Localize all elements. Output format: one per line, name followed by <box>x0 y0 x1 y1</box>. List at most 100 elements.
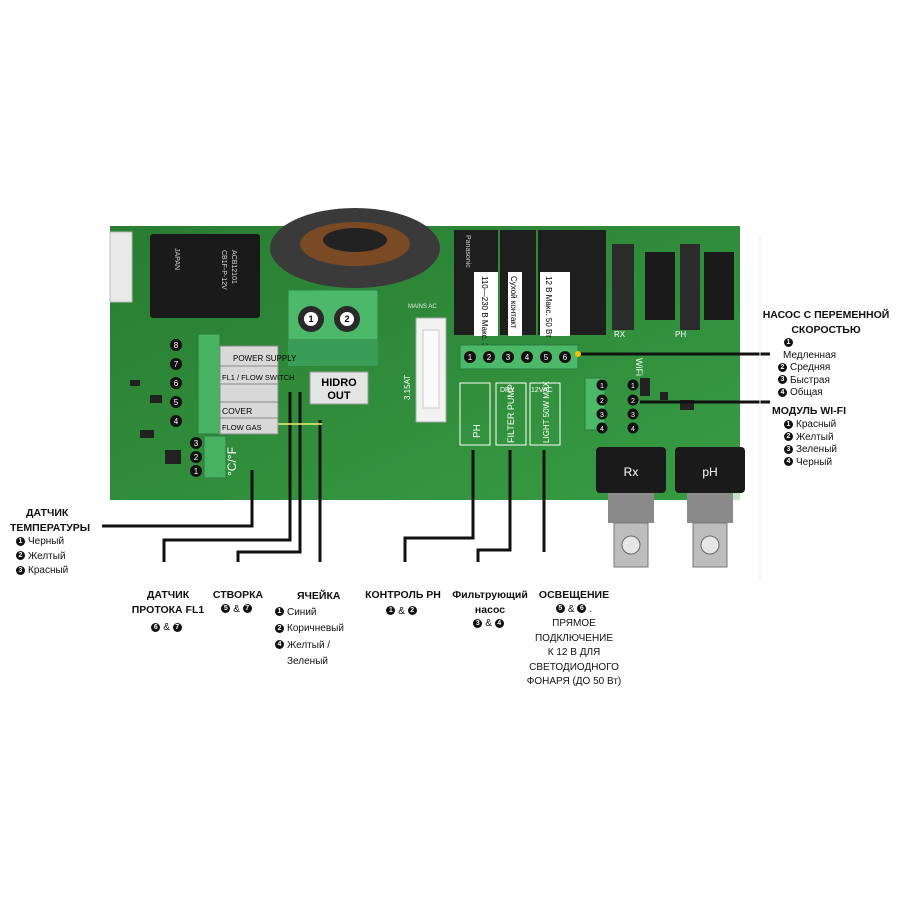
edge-connector <box>109 231 133 303</box>
wifi-callout: МОДУЛЬ WI-FI <box>772 404 846 419</box>
svg-text:6: 6 <box>174 379 179 388</box>
header-rx <box>612 244 634 330</box>
bnc-rx-tip <box>621 535 641 555</box>
svg-text:1: 1 <box>194 467 199 476</box>
header-ph <box>680 244 700 330</box>
svg-text:1: 1 <box>600 383 604 390</box>
hidro-base <box>288 340 378 366</box>
light-callout: ОСВЕЩЕНИЕ 5& 6. ПРЯМОЕ ПОДКЛЮЧЕНИЕ К 12 … <box>512 588 636 690</box>
svg-text:4: 4 <box>631 426 635 433</box>
pump-title-line1: НАСОС С ПЕРЕМЕННОЙ <box>762 309 890 321</box>
bnc-rx-body <box>596 447 666 493</box>
relay-label-1: 110—230 В Макс. 3,15 А <box>480 276 489 367</box>
svg-text:7: 7 <box>174 360 179 369</box>
flow-title-line2: ПРОТОКА FL1 <box>131 603 205 616</box>
wifi-tag: WiFi <box>634 358 644 376</box>
relay-k-line2: ACB12101 <box>230 250 237 284</box>
relay-main <box>150 234 260 318</box>
cover-callout: СТВОРКА 5& 7 <box>205 588 271 617</box>
hidro-num-1: 1 <box>308 314 313 324</box>
header-ph-label: PH <box>675 330 686 339</box>
hidro-num-1-bg <box>304 312 318 326</box>
relay-label-2-bg <box>508 272 522 336</box>
label-power-supply: POWER SUPPLY <box>233 354 297 363</box>
hidro-num-2-bg <box>340 312 354 326</box>
temp-unit-label: °C/°F <box>225 447 239 476</box>
screw-label-panel <box>219 345 279 435</box>
svg-text:2: 2 <box>194 453 199 462</box>
hidro-label-box <box>309 371 369 405</box>
light-line-4: СВЕТОДИОДНОГО <box>529 661 619 673</box>
cover-title: СТВОРКА <box>212 589 264 601</box>
svg-text:2: 2 <box>600 398 604 405</box>
bnc-rx-neck <box>608 493 654 523</box>
pump-title-line2: СКОРОСТЬЮ <box>791 323 861 336</box>
temp-title-line2: ТЕМПЕРАТУРЫ <box>10 521 91 534</box>
bnc-ph-tip <box>700 535 720 555</box>
hidro-num-2: 2 <box>344 314 349 324</box>
flow-pins: 6& 7 <box>118 621 218 636</box>
label-flow-gas: FLOW GAS <box>222 423 262 432</box>
svg-text:5: 5 <box>544 353 549 362</box>
relay-label-3: 12 В Макс. 50 Вт <box>544 276 553 338</box>
light-line-1: ПРЯМОЕ <box>552 618 596 629</box>
pump-item-1: 1 <box>784 337 836 350</box>
light-line-2: ПОДКЛЮЧЕНИЕ <box>534 632 614 644</box>
ph-output-box <box>459 382 491 446</box>
hidro-label-line1: HIDRO <box>321 377 357 389</box>
filter-pins: 3& 4 <box>448 617 532 632</box>
cell-title: ЯЧЕЙКА <box>297 590 341 602</box>
bnc-ph-body <box>675 447 745 493</box>
filter-callout: Фильтрующий насос 3& 4 <box>448 588 532 632</box>
svg-text:6: 6 <box>563 353 568 362</box>
cell-item-3-extra: Зеленый <box>287 656 328 667</box>
pump-output-box <box>495 382 527 446</box>
relay-jp-marking: JAPAN <box>173 248 180 270</box>
ph-pins: 1& 2 <box>355 605 451 620</box>
flow-callout: ДАТЧИК ПРОТОКА FL1 6& 7 <box>118 588 218 636</box>
label-cover: COVER <box>222 406 252 416</box>
light-output-label: LIGHT 50W MAX <box>542 381 551 443</box>
light-line-3: К 12 В ДЛЯ <box>547 647 601 658</box>
light-output-box <box>529 382 561 446</box>
svg-text:3: 3 <box>600 412 604 419</box>
svg-text:3: 3 <box>194 439 199 448</box>
left-terminal-block <box>197 333 221 435</box>
svg-text:4: 4 <box>600 426 604 433</box>
svg-text:2: 2 <box>631 398 635 405</box>
relay-4 <box>578 230 606 335</box>
svg-text:8: 8 <box>174 341 179 350</box>
svg-text:4: 4 <box>525 353 530 362</box>
ph-title: КОНТРОЛЬ PH <box>365 589 441 601</box>
mains-label: MAINS AC <box>408 304 437 310</box>
fuse-rating: 3.15AT <box>403 375 412 400</box>
leader-lines <box>102 352 770 562</box>
relay-label-3-bg <box>540 272 570 336</box>
svg-text:1: 1 <box>631 383 635 390</box>
ph-output-label: PH <box>472 424 483 438</box>
temp-title-line1: ДАТЧИК <box>26 507 69 519</box>
bnc-ph-label: pH <box>702 465 717 479</box>
svg-text:3: 3 <box>631 412 635 419</box>
flow-title-line1: ДАТЧИК <box>146 589 190 601</box>
left-pin-numbers: 8 7 6 5 4 3 2 1 <box>170 339 202 477</box>
svg-text:2: 2 <box>487 353 492 362</box>
relay-k-line1: CB1F-P-12V <box>220 250 227 290</box>
filter-title-line2: насос <box>474 603 506 616</box>
hidro-label-line2: OUT <box>327 390 351 402</box>
wifi-pin-numbers: 1 2 3 4 1 2 3 4 <box>596 379 639 434</box>
